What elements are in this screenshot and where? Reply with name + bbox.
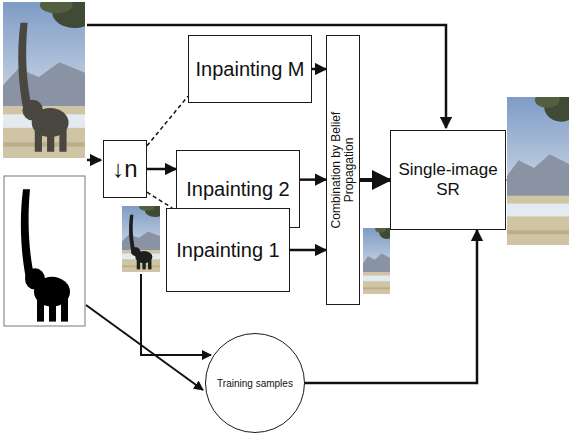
flow-connector [290,249,326,252]
flow-connector [300,178,326,181]
downsample-box: ↓n [103,140,147,198]
flow-arrow [87,159,101,162]
mask-image [4,176,85,326]
node-label: Inpainting 1 [176,239,279,262]
mask-silhouette [21,189,70,321]
node-label: Combination by Belief Propagation [330,95,356,245]
flow-connector [147,96,188,146]
flow-connector [312,68,326,71]
process-box: Inpainting 1 [166,208,290,292]
flow-arrow [87,25,446,128]
node-label: ↓n [112,155,137,183]
node-label: Inpainting 2 [186,178,289,201]
rotated-text-holder: Combination by Belief Propagation [330,95,356,245]
combined-lowres-image [363,226,394,294]
node-label: Inpainting M [196,58,305,81]
input-photo [3,0,97,158]
output-image [507,92,573,245]
training-circle: Training samples [205,333,305,433]
flow-arrow [86,305,203,390]
flow-connector [360,178,390,182]
downsampled-mask [129,215,152,270]
flow-connector [147,192,172,208]
node-label: Training samples [213,378,297,389]
combination-box: Combination by Belief Propagation [326,35,360,305]
node-label: Single-image SR [391,160,505,200]
elephant-figure [18,23,68,152]
process-box: Inpainting M [188,35,312,103]
flow-connector [147,168,176,171]
downsampled-image [122,204,166,272]
process-box: Single-image SR [390,130,506,230]
